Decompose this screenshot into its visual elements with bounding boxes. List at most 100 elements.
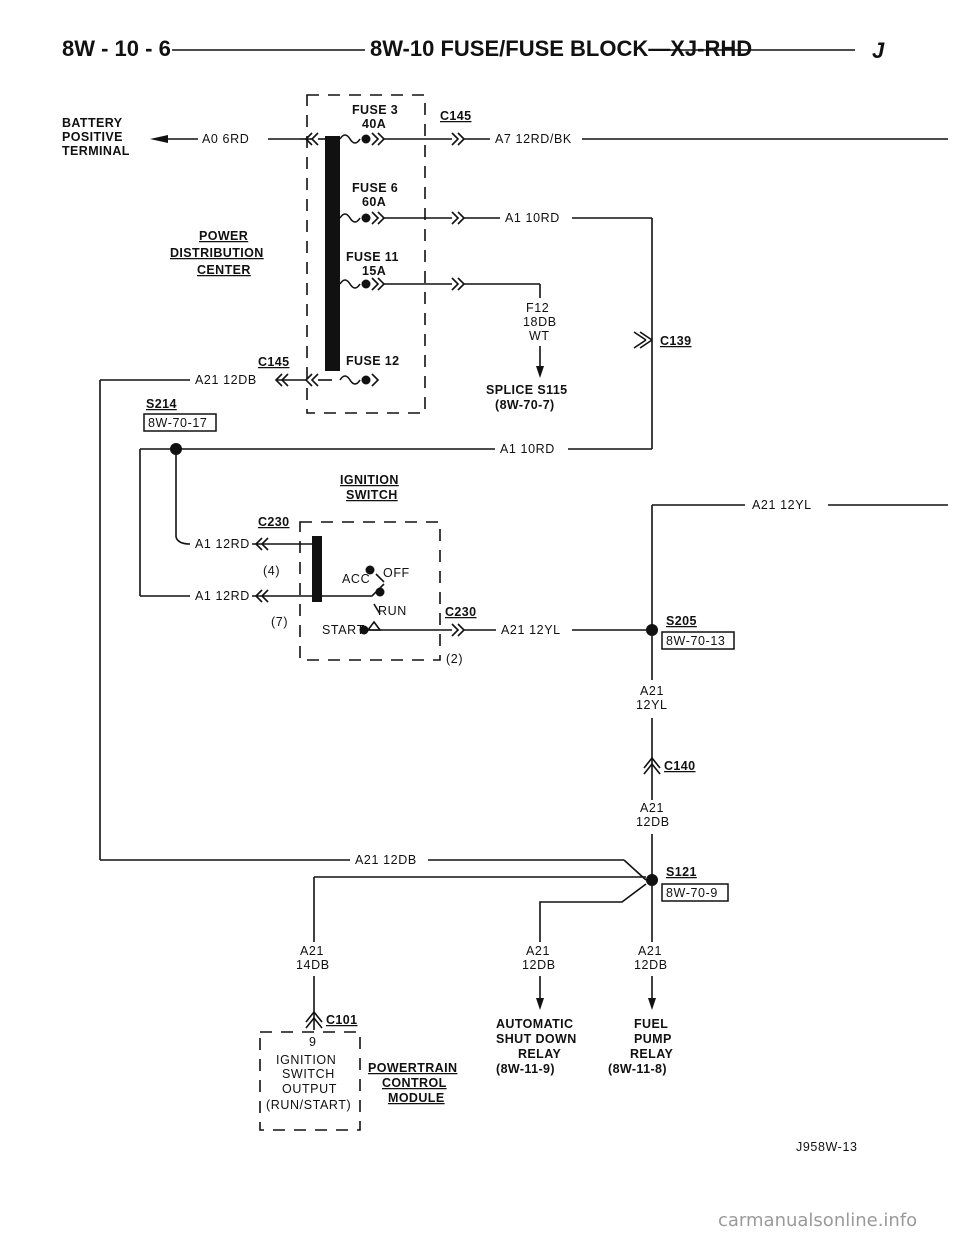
ignition-switch-label: IGNITION SWITCH bbox=[340, 473, 399, 502]
connector-c139: C139 bbox=[660, 334, 691, 348]
switch-off: OFF bbox=[383, 566, 410, 580]
pin-4: (4) bbox=[263, 564, 280, 578]
pdc-label: POWER DISTRIBUTION CENTER bbox=[170, 229, 264, 277]
fuse6-rating: 60A bbox=[362, 195, 386, 209]
wire-label-a21-12db-v2: 12DB bbox=[636, 815, 670, 829]
wire-label-a21-asd-1: A21 bbox=[526, 944, 550, 958]
connector-c230-right: C230 bbox=[445, 605, 476, 619]
switch-blade bbox=[322, 583, 385, 597]
wire-label-a1-mid: A1 10RD bbox=[500, 442, 555, 456]
wire-label-a21-12yl-v1: A21 bbox=[640, 684, 664, 698]
fuse12-symbol-icon bbox=[339, 375, 361, 385]
svg-text:POSITIVE: POSITIVE bbox=[62, 130, 123, 144]
s214-ref: 8W-70-17 bbox=[148, 416, 207, 430]
connector-c145: C145 bbox=[440, 109, 471, 123]
battery-positive-terminal: BATTERY POSITIVE TERMINAL bbox=[62, 116, 130, 158]
pcm-pin-9: 9 bbox=[309, 1035, 317, 1049]
wire-label-a21-fp-1: A21 bbox=[638, 944, 662, 958]
svg-text:SHUT DOWN: SHUT DOWN bbox=[496, 1032, 577, 1046]
fuse12-name: FUSE 12 bbox=[346, 354, 400, 368]
wire-label-a21-12yl-run: A21 12YL bbox=[501, 623, 561, 637]
pdc-dashed-box bbox=[306, 94, 426, 414]
svg-text:POWERTRAIN: POWERTRAIN bbox=[368, 1061, 457, 1075]
fuse11-symbol-icon bbox=[339, 279, 361, 289]
fuse6-name: FUSE 6 bbox=[352, 181, 398, 195]
fuel-arrow-icon bbox=[648, 998, 656, 1010]
svg-text:PUMP: PUMP bbox=[634, 1032, 672, 1046]
watermark: carmanualsonline.info bbox=[718, 1210, 917, 1231]
wire-label-a21-12db-v1: A21 bbox=[640, 801, 664, 815]
connector-c140: C140 bbox=[664, 759, 695, 773]
connector-c230-top: C230 bbox=[258, 515, 289, 529]
svg-text:RELAY: RELAY bbox=[518, 1047, 561, 1061]
s115-arrow-icon bbox=[536, 366, 544, 378]
asd-arrow-icon bbox=[536, 998, 544, 1010]
pin-2: (2) bbox=[446, 652, 463, 666]
fuse11-name: FUSE 11 bbox=[346, 250, 399, 264]
svg-text:POWER: POWER bbox=[199, 229, 248, 243]
c140-icon bbox=[643, 756, 661, 775]
splice-s205-dot bbox=[646, 624, 658, 636]
switch-acc: ACC bbox=[342, 572, 370, 586]
svg-text:IGNITION: IGNITION bbox=[340, 473, 399, 487]
wire-label-a0: A0 6RD bbox=[202, 132, 249, 146]
svg-text:FUEL: FUEL bbox=[634, 1017, 668, 1031]
s205-ref-box bbox=[661, 631, 735, 650]
svg-text:AUTOMATIC: AUTOMATIC bbox=[496, 1017, 573, 1031]
wire-label-a21-12db-left: A21 12DB bbox=[195, 373, 257, 387]
pcm-line4: (RUN/START) bbox=[266, 1098, 351, 1112]
figure-code: J958W-13 bbox=[796, 1140, 858, 1154]
pdc-busbar bbox=[325, 136, 340, 371]
s214-ref-box bbox=[143, 413, 217, 432]
fuel-pump-relay-label: FUEL PUMP RELAY (8W-11-8) bbox=[608, 1017, 673, 1076]
pcm-line1: IGNITION bbox=[276, 1053, 336, 1067]
svg-text:(8W-11-9): (8W-11-9) bbox=[496, 1062, 555, 1076]
svg-text:BATTERY: BATTERY bbox=[62, 116, 123, 130]
wire-label-a21-14db-2: 14DB bbox=[296, 958, 330, 972]
svg-text:CONTROL: CONTROL bbox=[382, 1076, 447, 1090]
svg-text:SWITCH: SWITCH bbox=[346, 488, 398, 502]
svg-text:RELAY: RELAY bbox=[630, 1047, 673, 1061]
wire-label-f12-2: 18DB bbox=[523, 315, 557, 329]
c145-out-icon bbox=[451, 132, 466, 146]
wire-label-a21-12db-bottom: A21 12DB bbox=[355, 853, 417, 867]
wire-label-a1-top: A1 10RD bbox=[505, 211, 560, 225]
pcm-dashed-box bbox=[259, 1031, 361, 1131]
splice-s121: S121 bbox=[666, 865, 697, 879]
asd-relay-label: AUTOMATIC SHUT DOWN RELAY (8W-11-9) bbox=[496, 1017, 577, 1076]
wire-label-a21-12yl-v2: 12YL bbox=[636, 698, 668, 712]
splice-s214: S214 bbox=[146, 397, 177, 411]
page-number: 8W - 10 - 6 bbox=[62, 36, 171, 61]
splice-s205: S205 bbox=[666, 614, 697, 628]
fuse3-symbol-icon bbox=[339, 134, 361, 144]
fuse11-rating: 15A bbox=[362, 264, 386, 278]
svg-text:MODULE: MODULE bbox=[388, 1091, 445, 1105]
svg-text:CENTER: CENTER bbox=[197, 263, 251, 277]
pin-7: (7) bbox=[271, 615, 288, 629]
c139-icon bbox=[633, 331, 653, 349]
svg-text:TERMINAL: TERMINAL bbox=[62, 144, 130, 158]
wire-label-a21-fp-2: 12DB bbox=[634, 958, 668, 972]
splice-s115: SPLICE S115 bbox=[486, 383, 568, 397]
connector-c145-left: C145 bbox=[258, 355, 289, 369]
ignition-busbar bbox=[312, 536, 322, 602]
wire-label-a1-12rd-2: A1 12RD bbox=[195, 589, 250, 603]
fuse3-rating: 40A bbox=[362, 117, 386, 131]
connector-c101: C101 bbox=[326, 1013, 357, 1027]
svg-text:(8W-11-8): (8W-11-8) bbox=[608, 1062, 667, 1076]
wire-label-f12-3: WT bbox=[529, 329, 550, 343]
fuse6-symbol-icon bbox=[339, 213, 361, 223]
header-letter: J bbox=[872, 38, 885, 63]
pcm-line2: SWITCH bbox=[282, 1067, 335, 1081]
wire-label-a7: A7 12RD/BK bbox=[495, 132, 572, 146]
s205-ref: 8W-70-13 bbox=[666, 634, 725, 648]
battery-arrow-icon bbox=[150, 135, 168, 143]
svg-text:DISTRIBUTION: DISTRIBUTION bbox=[170, 246, 264, 260]
pcm-line3: OUTPUT bbox=[282, 1082, 337, 1096]
c145-pdc-in-icon bbox=[304, 132, 319, 146]
s121-ref: 8W-70-9 bbox=[666, 886, 718, 900]
c101-icon bbox=[305, 1010, 323, 1029]
wire-label-a21-asd-2: 12DB bbox=[522, 958, 556, 972]
fuse3-name: FUSE 3 bbox=[352, 103, 398, 117]
